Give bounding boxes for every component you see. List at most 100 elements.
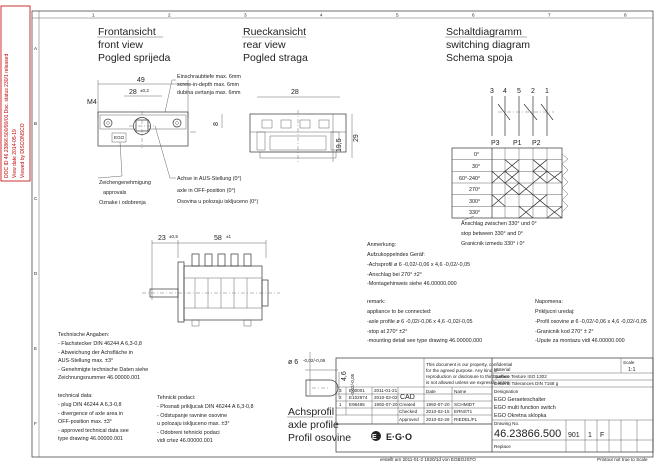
grid-side-b: B bbox=[34, 121, 37, 126]
svg-text:appliance to be connected:: appliance to be connected: bbox=[367, 309, 431, 315]
front-m4-label: M4 bbox=[87, 99, 97, 106]
svg-text:Created: Created bbox=[399, 402, 416, 407]
svg-text:2: 2 bbox=[339, 395, 342, 400]
grid-top-3: 3 bbox=[244, 13, 247, 18]
svg-text:Achsprofil: Achsprofil bbox=[288, 406, 334, 418]
axle-flat: 4,6 bbox=[341, 371, 348, 381]
svg-text:dubina uvrtanja max. 6mm: dubina uvrtanja max. 6mm bbox=[177, 90, 241, 96]
svg-text:P3: P3 bbox=[491, 140, 500, 147]
side-view-drawing: 23 ±0,5 58 ±1 bbox=[142, 234, 280, 327]
front-title-en: front view bbox=[98, 39, 143, 51]
revision-rows: 3 E00001 2011-01-21 2 E102974 2010-02-02… bbox=[339, 388, 398, 407]
svg-text:This document is our property,: This document is our property, confident… bbox=[426, 362, 512, 367]
svg-text:axle in OFF-position (0°): axle in OFF-position (0°) bbox=[177, 188, 236, 194]
front-axle-off-note: Achse in AUS-Stellung (0°) axle in OFF-p… bbox=[177, 176, 258, 205]
svg-text:SCHMIDT: SCHMIDT bbox=[454, 402, 475, 407]
grid-top-8: 8 bbox=[624, 13, 627, 18]
side-dim-58: 58 bbox=[214, 235, 222, 242]
svg-text:4: 4 bbox=[503, 88, 507, 95]
grid-side-e: E bbox=[34, 346, 37, 351]
svg-text:-stop at 270° ±2°: -stop at 270° ±2° bbox=[367, 329, 407, 335]
rear-title-de: Rueckansicht bbox=[243, 26, 306, 38]
position-330: 330° bbox=[469, 210, 480, 216]
svg-text:Anschlag zwischen 330° und 0°: Anschlag zwischen 330° und 0° bbox=[461, 221, 537, 227]
svg-text:Oznake i odobrenja: Oznake i odobrenja bbox=[99, 200, 146, 206]
ego-logo: E E·G·O bbox=[371, 431, 412, 442]
front-title-hr: Pogled sprijeda bbox=[98, 52, 171, 64]
svg-text:Einschraubtiefe max. 6mm: Einschraubtiefe max. 6mm bbox=[177, 74, 241, 80]
svg-text:1:1: 1:1 bbox=[628, 367, 636, 373]
svg-text:5: 5 bbox=[517, 88, 521, 95]
position-270: 270° bbox=[469, 187, 480, 193]
axle-dia-tol: -0,02/-0,06 bbox=[303, 358, 326, 363]
rear-dim-8: 8 bbox=[213, 122, 220, 126]
grid-top-4: 4 bbox=[320, 13, 323, 18]
svg-text:Aufzukoppelndes Geräf:: Aufzukoppelndes Geräf: bbox=[367, 252, 425, 258]
switching-matrix: 0° 30° 60°-240° 270° 300° 330° bbox=[451, 147, 569, 222]
svg-text:Zeichnungsnummer 46.00000.001: Zeichnungsnummer 46.00000.001 bbox=[58, 375, 140, 381]
svg-text:- Odstupanje ravnine osovine: - Odstupanje ravnine osovine bbox=[157, 413, 227, 419]
svg-text:is not allowed unless we expre: is not allowed unless we expressly agree… bbox=[426, 380, 511, 385]
svg-text:P1: P1 bbox=[513, 140, 522, 147]
switch-title-de: Schaltdiagramm bbox=[446, 26, 522, 38]
side-dim-58-tol: ±1 bbox=[226, 234, 232, 239]
side-dim-23-tol: ±0,5 bbox=[169, 234, 178, 239]
svg-text:Material: Material bbox=[494, 367, 510, 372]
svg-text:- approved technical data see: - approved technical data see bbox=[58, 428, 129, 434]
material-tolerance: Material Surface Texture ISO 1302 Genera… bbox=[494, 367, 559, 386]
grid-side-c: C bbox=[34, 196, 38, 201]
svg-text:type drawing 46.00000.001: type drawing 46.00000.001 bbox=[58, 436, 123, 442]
grid-side-d: D bbox=[34, 271, 38, 276]
stamp-viewed-by: Viewed by DISCONSCO bbox=[20, 123, 26, 178]
designation: Designation EGO Geraeteschalter EGO mult… bbox=[494, 389, 556, 419]
drawing-number: Drawing No. 46.23866.500 901 1 F Replace bbox=[494, 421, 604, 449]
svg-text:erstellt am 2011-01-2 1920/1d: erstellt am 2011-01-2 1920/1d von EGBOJS… bbox=[380, 457, 476, 462]
switch-title-hr: Schema spoja bbox=[446, 52, 513, 64]
axle-dia: ø 6 bbox=[288, 359, 298, 366]
svg-text:2010-02-15: 2010-02-15 bbox=[426, 409, 450, 414]
svg-text:for the agreed purpose. Any ki: for the agreed purpose. Any kind of bbox=[426, 368, 498, 373]
svg-text:E00001: E00001 bbox=[349, 388, 365, 393]
svg-text:Profil osovine: Profil osovine bbox=[288, 432, 351, 444]
svg-text:vidi crtez 46.00000.001: vidi crtez 46.00000.001 bbox=[157, 438, 213, 444]
axle-profile-title: Achsprofil axle profile Profil osovine bbox=[287, 406, 351, 444]
rear-title-hr: Pogled straga bbox=[243, 52, 308, 64]
grid-top-6: 6 bbox=[472, 13, 475, 18]
rear-view-drawing: 28 8 19,5 29 bbox=[213, 89, 360, 162]
svg-text:- plug DIN 46244 A 6,3-0,8: - plug DIN 46244 A 6,3-0,8 bbox=[58, 402, 122, 408]
grid-top-numbers: 1 2 3 4 5 6 7 8 bbox=[92, 13, 627, 18]
svg-text:- Odobreni tehnicki podaci: - Odobreni tehnicki podaci bbox=[157, 430, 220, 436]
position-300: 300° bbox=[469, 199, 480, 205]
svg-text:-Upute za montazu vidi 46.0000: -Upute za montazu vidi 46.00000.000 bbox=[535, 338, 625, 344]
svg-text:Designation: Designation bbox=[494, 389, 519, 394]
svg-text:1992-07-20: 1992-07-20 bbox=[426, 402, 450, 407]
rear-dim-29: 29 bbox=[353, 134, 360, 142]
svg-text:- Flachstecker DIN 46244 A 6,3: - Flachstecker DIN 46244 A 6,3-0,8 bbox=[58, 341, 142, 347]
svg-text:Technische Angaben:: Technische Angaben: bbox=[58, 332, 109, 338]
svg-text:Scale: Scale bbox=[623, 360, 635, 365]
svg-text:E: E bbox=[372, 434, 377, 441]
svg-text:ERNST1: ERNST1 bbox=[454, 409, 473, 414]
svg-text:E·G·O: E·G·O bbox=[386, 432, 412, 442]
svg-text:-Profil osovine ø 6 -0,02/-0,0: -Profil osovine ø 6 -0,02/-0,06 x 4,6 -0… bbox=[535, 319, 647, 325]
technical-data-en: technical data: - plug DIN 46244 A 6,3-0… bbox=[58, 393, 129, 442]
grid-side-letters: A B C D E F bbox=[34, 46, 38, 426]
switch-title-en: switching diagram bbox=[446, 39, 530, 51]
svg-text:Tehnicki podaci:: Tehnicki podaci: bbox=[157, 395, 195, 401]
grid-top-1: 1 bbox=[92, 13, 95, 18]
svg-text:Zeichengenehmigung: Zeichengenehmigung bbox=[99, 180, 151, 186]
title-block bbox=[335, 357, 654, 453]
svg-text:stop between 330° and 0°: stop between 330° and 0° bbox=[461, 231, 523, 237]
svg-text:P2: P2 bbox=[532, 140, 541, 147]
front-dim-49: 49 bbox=[137, 77, 145, 84]
svg-text:Napomena:: Napomena: bbox=[535, 299, 563, 305]
svg-text:- divergence of axle area in: - divergence of axle area in bbox=[58, 411, 123, 417]
svg-text:-Granicnik kod 270° ± 2°: -Granicnik kod 270° ± 2° bbox=[535, 329, 594, 335]
svg-text:Prikljucni uredaj:: Prikljucni uredaj: bbox=[535, 309, 575, 315]
svg-text:Surface Texture ISO 1302: Surface Texture ISO 1302 bbox=[494, 374, 547, 379]
svg-text:AUS-Stellung max. ±3°: AUS-Stellung max. ±3° bbox=[58, 358, 113, 364]
svg-text:Checked: Checked bbox=[399, 409, 418, 414]
position-30: 30° bbox=[472, 164, 480, 170]
svg-text:1992-07-20: 1992-07-20 bbox=[374, 402, 398, 407]
